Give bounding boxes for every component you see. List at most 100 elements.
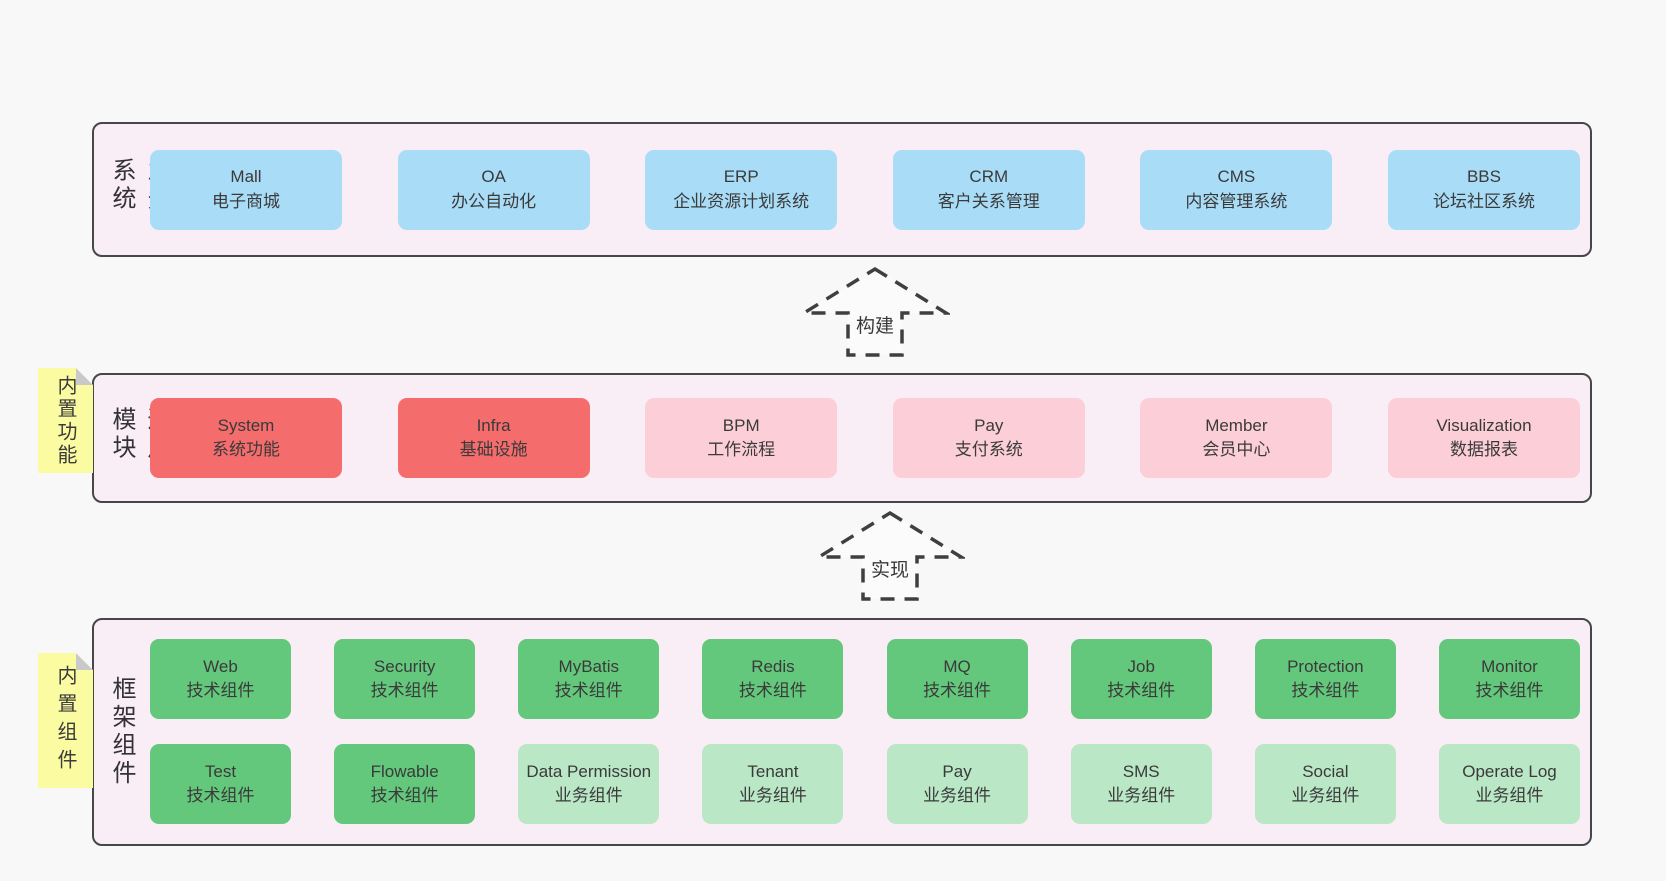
box-subtitle: 业务组件 <box>554 786 623 805</box>
box-subtitle: 业务组件 <box>923 786 992 805</box>
box-subtitle: 支付系统 <box>954 440 1023 459</box>
box-title: SMS <box>1122 761 1160 781</box>
folded-corner-icon <box>76 653 93 670</box>
box-title: OA <box>481 167 506 187</box>
box-title: Data Permission <box>526 761 652 781</box>
box-title: Web <box>203 656 238 676</box>
business-box-row: Mall 电子商城 OA 办公自动化 ERP 企业资源计划系统 CRM 客户关系管理 CMS 内容… <box>150 149 1580 230</box>
arrow-implement-label: 实现 <box>869 555 911 582</box>
box-infra: Infra 基础设施 <box>397 398 590 478</box>
layer-common-modules: 通用模块 System系统功能Infra基础设施BPM工作流程Pay支付系统Me… <box>92 373 1592 503</box>
arrow-implement: 实现 <box>815 510 965 602</box>
box-flowable: Flowable 技术组件 <box>334 744 476 824</box>
box-erp: ERP 企业资源计划系统 <box>645 149 838 230</box>
box-pay: Pay 支付系统 <box>892 398 1085 478</box>
box-title: BBS <box>1466 167 1501 187</box>
sticky-note-built-in-functions: 内置功能 <box>38 368 93 473</box>
box-subtitle: 技术组件 <box>923 681 992 700</box>
box-title: Pay <box>942 761 972 781</box>
box-tenant: Tenant 业务组件 <box>702 744 844 824</box>
box-crm: CRM 客户关系管理 <box>892 149 1085 230</box>
box-title: Social <box>1302 761 1349 781</box>
box-member: Member 会员中心 <box>1140 398 1333 478</box>
box-subtitle: 技术组件 <box>370 681 439 700</box>
box-title: Pay <box>974 415 1004 435</box>
box-web: Web 技术组件 <box>150 639 291 719</box>
box-subtitle: 论坛社区系统 <box>1432 191 1535 211</box>
box-title: ERP <box>723 167 759 187</box>
box-subtitle: 技术组件 <box>186 786 255 805</box>
box-oa: OA 办公自动化 <box>397 149 590 230</box>
box-bpm: BPM 工作流程 <box>645 398 838 478</box>
note-functions-text: 内置功能 <box>54 374 76 467</box>
box-title: Redis <box>751 656 795 676</box>
arrow-build: 构建 <box>800 266 950 358</box>
box-redis: Redis 技术组件 <box>702 639 844 719</box>
box-mybatis: MyBatis 技术组件 <box>518 639 660 719</box>
box-title: System <box>217 415 275 435</box>
box-mall: Mall 电子商城 <box>150 149 342 230</box>
box-data-permission: Data Permission 业务组件 <box>518 744 660 824</box>
box-cms: CMS 内容管理系统 <box>1140 149 1333 230</box>
box-subtitle: 技术组件 <box>738 681 807 700</box>
note-components-text: 内置组件 <box>54 664 76 777</box>
modules-box-row: System 系统功能 Infra 基础设施 BPM 工作流程 Pay 支付系统 Member 会… <box>150 398 1580 478</box>
box-bbs: BBS 论坛社区系统 <box>1387 149 1580 230</box>
box-title: MQ <box>943 656 971 676</box>
box-title: CMS <box>1217 167 1256 187</box>
box-mq: MQ 技术组件 <box>886 639 1028 719</box>
box-sms: SMS 业务组件 <box>1070 744 1212 824</box>
box-monitor: Monitor 技术组件 <box>1438 639 1580 719</box>
box-subtitle: 电子商城 <box>212 191 280 211</box>
box-subtitle: 业务组件 <box>738 786 807 805</box>
box-subtitle: 业务组件 <box>1107 786 1176 805</box>
box-title: Tenant <box>747 761 799 781</box>
box-subtitle: 技术组件 <box>554 681 623 700</box>
box-subtitle: 内容管理系统 <box>1185 191 1288 211</box>
sticky-note-built-in-components: 内置组件 <box>38 653 93 788</box>
box-title: Operate Log <box>1462 761 1557 781</box>
box-subtitle: 基础设施 <box>459 440 528 459</box>
box-title: Monitor <box>1481 656 1538 676</box>
box-subtitle: 技术组件 <box>1475 681 1544 700</box>
layer-framework-label: 框架组件 <box>108 676 135 788</box>
box-subtitle: 会员中心 <box>1202 440 1271 459</box>
box-test: Test 技术组件 <box>150 744 291 824</box>
box-title: Test <box>204 761 237 781</box>
box-subtitle: 技术组件 <box>1107 681 1176 700</box>
box-subtitle: 业务组件 <box>1475 786 1544 805</box>
box-title: Infra <box>476 415 511 435</box>
box-pay: Pay 业务组件 <box>886 744 1028 824</box>
box-operate-log: Operate Log 业务组件 <box>1438 744 1580 824</box>
arrow-build-label: 构建 <box>854 311 896 338</box>
box-subtitle: 企业资源计划系统 <box>673 191 810 211</box>
box-subtitle: 技术组件 <box>186 681 255 700</box>
box-title: Mall <box>230 167 262 187</box>
box-subtitle: 系统功能 <box>212 440 280 459</box>
box-title: CRM <box>969 167 1009 187</box>
box-title: MyBatis <box>558 656 620 676</box>
box-title: Job <box>1127 656 1155 676</box>
box-subtitle: 办公自动化 <box>451 191 537 211</box>
box-subtitle: 客户关系管理 <box>937 191 1040 211</box>
box-job: Job 技术组件 <box>1070 639 1212 719</box>
box-subtitle: 工作流程 <box>707 440 776 459</box>
box-subtitle: 技术组件 <box>370 786 439 805</box>
box-system: System 系统功能 <box>150 398 342 478</box>
box-title: Flowable <box>370 761 439 781</box>
box-social: Social 业务组件 <box>1254 744 1396 824</box>
box-protection: Protection 技术组件 <box>1254 639 1396 719</box>
box-title: Member <box>1205 415 1268 435</box>
box-subtitle: 技术组件 <box>1291 681 1360 700</box>
box-title: Protection <box>1287 656 1364 676</box>
box-title: BPM <box>722 415 760 435</box>
layer-business-systems: 业务系统 Mall电子商城OA办公自动化ERP企业资源计划系统CRM客户关系管理… <box>92 122 1592 257</box>
box-title: Visualization <box>1436 415 1532 435</box>
box-subtitle: 业务组件 <box>1291 786 1360 805</box>
folded-corner-icon <box>76 368 93 385</box>
box-title: Security <box>373 656 436 676</box>
